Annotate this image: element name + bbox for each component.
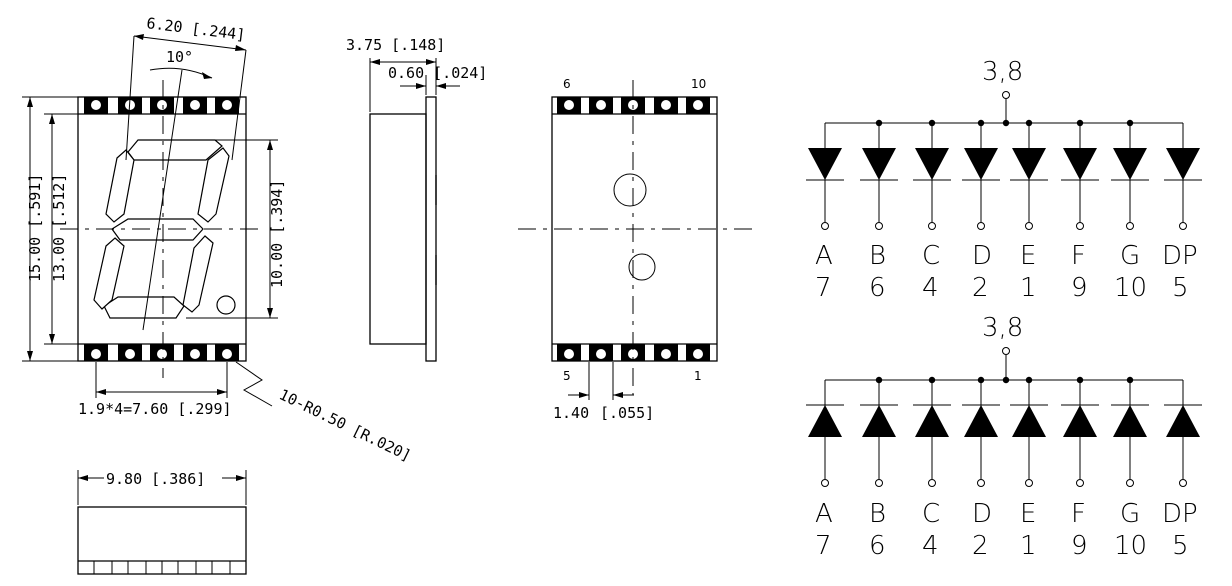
- diode-dp: [1164, 380, 1202, 487]
- schematic-1-seg-d: D: [972, 241, 992, 271]
- schematic-1-seg-e: E: [1020, 241, 1036, 271]
- schematic-2-seg-e: E: [1020, 499, 1036, 529]
- side-body-outline: [369, 113, 427, 345]
- segment-c: [182, 235, 214, 313]
- pad-width-label-a: 1.40: [553, 404, 589, 422]
- segment-f: [105, 149, 135, 223]
- segment-b: [197, 147, 230, 223]
- top-view: 9.80 [.386]: [77, 470, 247, 575]
- schematic-2-pin-c: 4: [922, 531, 939, 561]
- diode-c: [913, 380, 951, 487]
- diode-d: [962, 123, 1000, 230]
- diode-g: [1111, 380, 1149, 487]
- side-view: 3.75 [.148] 0.60 [.024]: [346, 36, 487, 362]
- front-body-height-label: 13.00 [.512]: [50, 174, 68, 282]
- diode-a: [806, 123, 844, 230]
- schematic-1-seg-f: F: [1071, 241, 1086, 271]
- bottom-pin-top-left: 6: [563, 77, 571, 91]
- side-thickness-label: 0.60 [.024]: [388, 64, 487, 82]
- diode-f: [1061, 380, 1099, 487]
- diode-b: [860, 123, 898, 230]
- diode-dp: [1164, 123, 1202, 230]
- schematic-1-seg-c: C: [922, 241, 940, 271]
- schematic-2-pin-dp: 5: [1172, 531, 1189, 561]
- bottom-view: 6 10 5 1 1.40 [.055]: [518, 77, 752, 422]
- schematic-2-seg-c: C: [922, 499, 940, 529]
- front-bottom-pads: [84, 344, 239, 361]
- schematic-1-common-label: 3,8: [982, 57, 1023, 87]
- front-top-pads: [84, 97, 239, 114]
- side-pcb-outline: [425, 96, 437, 362]
- front-angle-label: 10°: [166, 48, 193, 66]
- junction-dot: [1002, 119, 1010, 127]
- pitch-label: 1.9*4=7.60 [.299]: [78, 400, 232, 418]
- schematic-1-pin-a: 7: [815, 273, 832, 303]
- segment-a: [127, 139, 223, 161]
- bottom-pin-bottom-right: 1: [694, 369, 702, 383]
- schematic-2-seg-g: G: [1120, 499, 1140, 529]
- diode-g: [1111, 123, 1149, 230]
- bottom-pin-bottom-left: 5: [563, 369, 571, 383]
- schematic-common-anode: 3,8 A B C D E F G DP 7 6 4 2 1 9 10 5: [806, 57, 1202, 303]
- front-total-height-label: 15.00 [.591]: [26, 174, 44, 282]
- radius-label: 10-R0.50 [R.020]: [276, 385, 414, 465]
- schematic-1-pin-b: 6: [869, 273, 886, 303]
- schematic-2-pin-f: 9: [1071, 531, 1088, 561]
- diode-d: [962, 380, 1000, 487]
- junction-dot: [1002, 376, 1010, 384]
- diode-c: [913, 123, 951, 230]
- schematic-1-seg-b: B: [869, 241, 886, 271]
- schematic-1-seg-dp: DP: [1162, 241, 1198, 271]
- side-depth-label: 3.75 [.148]: [346, 36, 445, 54]
- seven-segment-digit: [93, 139, 236, 319]
- diode-b: [860, 380, 898, 487]
- locating-hole-top: [613, 173, 647, 207]
- digit-height-label: 10.00 [.394]: [268, 180, 286, 288]
- schematic-1-pin-e: 1: [1020, 273, 1037, 303]
- bottom-pin-top-right: 10: [691, 77, 706, 91]
- segment-d: [103, 296, 185, 319]
- diode-a: [806, 380, 844, 487]
- schematic-2-seg-b: B: [869, 499, 886, 529]
- diode-f: [1061, 123, 1099, 230]
- segment-dp: [216, 295, 236, 315]
- schematic-1-pin-g: 10: [1114, 273, 1147, 303]
- schematic-2-pin-a: 7: [815, 531, 832, 561]
- diode-e: [1010, 123, 1048, 230]
- top-width-label: 9.80 [.386]: [106, 470, 205, 488]
- schematic-1-pin-f: 9: [1071, 273, 1088, 303]
- diode-e: [1010, 380, 1048, 487]
- segment-e: [93, 237, 125, 310]
- schematic-2-pin-g: 10: [1114, 531, 1147, 561]
- schematic-2-pin-b: 6: [869, 531, 886, 561]
- schematic-2-pin-e: 1: [1020, 531, 1037, 561]
- schematic-2-seg-a: A: [815, 499, 833, 529]
- schematic-2-common-label: 3,8: [982, 313, 1023, 343]
- schematic-1-pin-d: 2: [972, 273, 989, 303]
- schematic-2-seg-d: D: [972, 499, 992, 529]
- schematic-1-seg-a: A: [815, 241, 833, 271]
- schematic-2-pin-d: 2: [972, 531, 989, 561]
- schematic-1-seg-g: G: [1120, 241, 1140, 271]
- locating-hole-bottom: [628, 253, 656, 281]
- schematic-1-pin-c: 4: [922, 273, 939, 303]
- schematic-common-cathode: 3,8 A B C D E F G DP 7 6 4 2 1 9 10 5: [806, 313, 1202, 561]
- schematic-2-seg-f: F: [1071, 499, 1086, 529]
- front-view: 6.20 [.244] 10° 15.00 [.591] 13.00 [.512…: [22, 14, 414, 465]
- pad-width-label-b: [.055]: [600, 404, 654, 422]
- schematic-1-pin-dp: 5: [1172, 273, 1189, 303]
- schematic-2-seg-dp: DP: [1162, 499, 1198, 529]
